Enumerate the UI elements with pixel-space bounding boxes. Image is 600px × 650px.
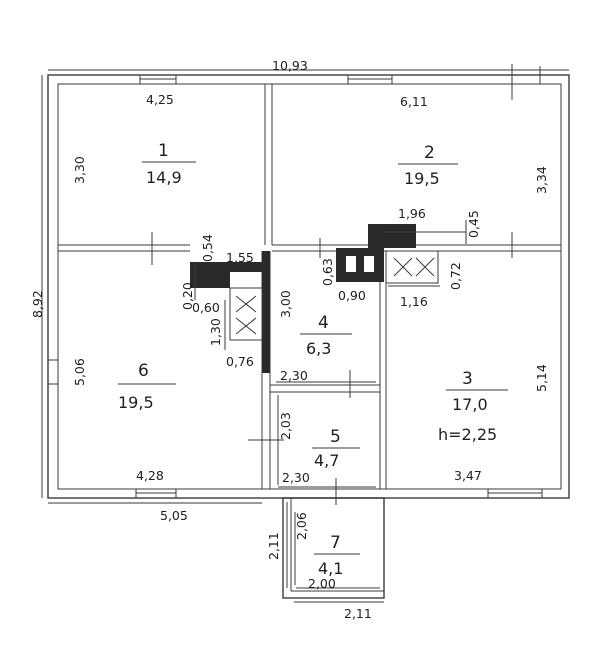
room-7-left-outer-dim: 2,11: [266, 532, 281, 560]
room-2-right-dim: 3,34: [534, 166, 549, 194]
room-7-bottom-inner-dim: 2,00: [308, 576, 336, 591]
room-1-left-dim: 3,30: [72, 156, 87, 184]
room-7-bottom-outer-dim: 2,11: [344, 606, 372, 621]
room-3-height: h=2,25: [438, 425, 497, 444]
overall-depth-label: 8,92: [30, 290, 45, 318]
room-2-area: 19,5: [404, 169, 440, 188]
windows: [47, 74, 543, 499]
room-3-area: 17,0: [452, 395, 488, 414]
dim-020: 0,20: [180, 282, 195, 310]
room-1-top-dim: 4,25: [146, 92, 174, 107]
dim-054: 0,54: [200, 234, 215, 262]
dim-130: 1,30: [208, 318, 223, 346]
room-5-left-dim: 2,03: [278, 412, 293, 440]
dim-300: 3,00: [278, 290, 293, 318]
dim-076: 0,76: [226, 354, 254, 369]
overall-width-label: 10,93: [272, 58, 308, 73]
room-6-number: 6: [138, 361, 149, 381]
dim-072: 0,72: [448, 262, 463, 290]
bottom-dim-505: 5,05: [160, 508, 188, 523]
room-5-number: 5: [330, 427, 341, 447]
room-2-top-dim: 6,11: [400, 94, 428, 109]
dim-196: 1,96: [398, 206, 426, 221]
solid-walls: [190, 224, 416, 373]
room-6-area: 19,5: [118, 393, 154, 412]
room-1-number: 1: [158, 141, 169, 161]
room-6-bottom-dim: 4,28: [136, 468, 164, 483]
room-7-area: 4,1: [318, 559, 343, 578]
dim-090: 0,90: [338, 288, 366, 303]
door-marks: [151, 64, 541, 505]
room-4-bottom-dim: 2,30: [280, 368, 308, 383]
room-5-area: 4,7: [314, 451, 339, 470]
room-1-area: 14,9: [146, 168, 182, 187]
dim-060: 0,60: [192, 300, 220, 315]
room-3-bottom-dim: 3,47: [454, 468, 482, 483]
room-3-right-dim: 5,14: [534, 364, 549, 392]
room-6-left-dim: 5,06: [72, 358, 87, 386]
room-7-left-inner-dim: 2,06: [294, 512, 309, 540]
dim-063: 0,63: [320, 258, 335, 286]
room-4-number: 4: [318, 313, 329, 333]
dim-045: 0,45: [466, 210, 481, 238]
room-2-number: 2: [424, 143, 435, 163]
room-7-number: 7: [330, 533, 341, 553]
dim-155: 1,55: [226, 250, 254, 265]
stove-boxes: [229, 250, 439, 341]
dim-116: 1,16: [400, 294, 428, 309]
room-3-number: 3: [462, 369, 473, 389]
dimension-lines: [41, 69, 569, 603]
room-4-area: 6,3: [306, 339, 331, 358]
room-5-bottom-dim: 2,30: [282, 470, 310, 485]
